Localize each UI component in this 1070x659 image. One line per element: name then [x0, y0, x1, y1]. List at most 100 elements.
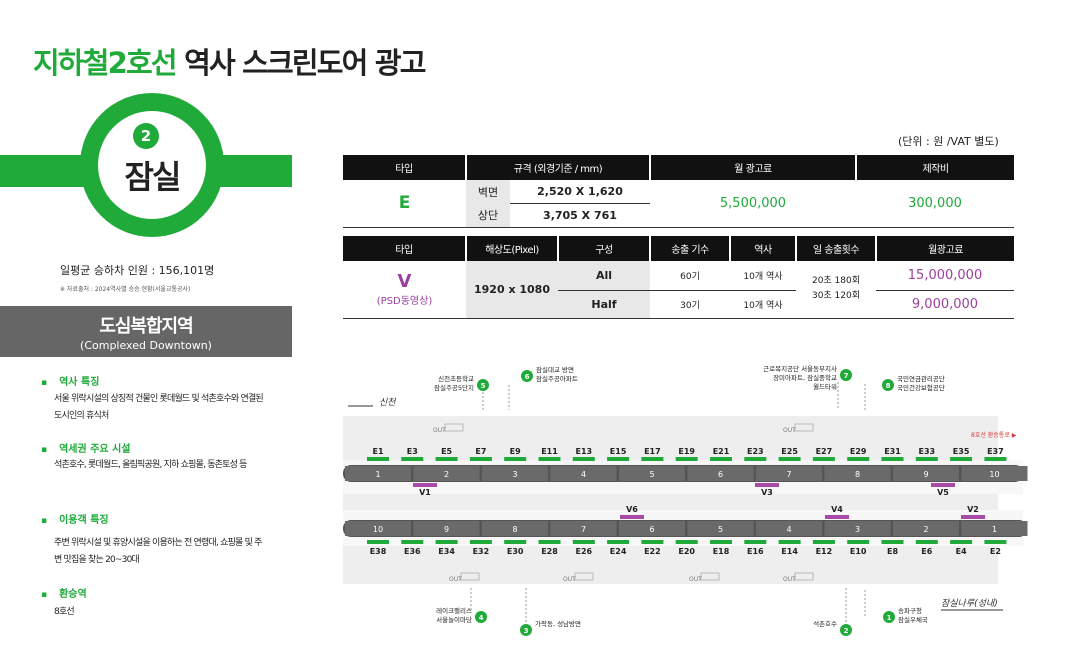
- train-car: [345, 521, 411, 536]
- station-name: 잠실: [124, 158, 182, 196]
- screendoor-bar: [915, 457, 938, 461]
- screendoor-bar: [641, 457, 664, 461]
- exit-badge: [840, 624, 852, 636]
- screendoor-bar: [812, 540, 835, 544]
- station-number: 2: [133, 123, 159, 149]
- exit-label: 잠실대교 방면: [536, 365, 574, 374]
- col-header: 구성: [558, 236, 651, 261]
- train-car: [550, 521, 617, 536]
- screendoor-bar: [915, 540, 938, 544]
- unit-note: (단위 : 원 /VAT 별도): [898, 135, 999, 148]
- screendoor-bar: [572, 457, 595, 461]
- screendoor-bar: [469, 540, 492, 544]
- screendoor-label: E30: [507, 547, 524, 556]
- screendoor-bar: [572, 540, 595, 544]
- video-screen-label: V2: [967, 505, 979, 514]
- screendoor-label: E22: [644, 547, 661, 556]
- stair-icon: [574, 572, 594, 581]
- screendoor-label: E4: [956, 547, 967, 556]
- screendoor-bar: [401, 540, 424, 544]
- car-number: 4: [581, 470, 586, 479]
- exit-number: 7: [844, 372, 849, 380]
- type-cell: V (PSD동영상): [343, 261, 466, 319]
- exit-number: 6: [525, 373, 530, 381]
- stair-icon: [444, 423, 464, 432]
- production-value: 300,000: [856, 180, 1014, 228]
- screendoor-label: E26: [575, 547, 592, 556]
- screendoor-label: E15: [610, 447, 627, 456]
- car-number: 3: [855, 525, 860, 534]
- train-car: [893, 521, 959, 536]
- screendoor-label: E20: [678, 547, 695, 556]
- screendoor-label: E24: [610, 547, 627, 556]
- video-screen-bar: [931, 483, 955, 487]
- exit-badge: [882, 379, 894, 391]
- section-heading: 이용객 특징: [41, 511, 108, 526]
- resolution-value: 1920 x 1080: [466, 261, 558, 319]
- video-screen-bar: [755, 483, 779, 487]
- zone-banner: 도심복합지역 (Complexed Downtown): [0, 306, 292, 357]
- car-number: 3: [512, 470, 517, 479]
- exit-label: 송파구청: [898, 606, 922, 615]
- price-table-video: 타입 해상도(Pixel) 구성 송출 기수 역사 일 송출횟수 월광고료 V …: [343, 236, 1014, 319]
- platform-area: [343, 416, 998, 584]
- screendoor-label: E3: [407, 447, 418, 456]
- size-value: 3,705 X 761: [510, 203, 650, 228]
- exit-label: 석촌호수: [813, 619, 837, 628]
- exit-badge: [477, 379, 489, 391]
- col-header: 월광고료: [876, 236, 1014, 261]
- car-number: 10: [373, 525, 383, 534]
- stations-value: 10개 역사: [743, 271, 783, 282]
- screendoor-bar: [435, 540, 458, 544]
- train-car: [687, 466, 754, 481]
- train-car: [619, 466, 685, 481]
- screendoor-label: E35: [953, 447, 970, 456]
- screendoor-label: E19: [678, 447, 695, 456]
- train-car: [893, 466, 959, 481]
- exit-label: 잠실주공아파트: [536, 374, 578, 383]
- screendoor-bar: [778, 540, 801, 544]
- screendoor-label: E13: [575, 447, 592, 456]
- screendoor-label: E34: [438, 547, 455, 556]
- fee-value: 9,000,000: [876, 290, 1014, 319]
- exit-number: 8: [886, 382, 891, 390]
- screendoor-label: E38: [370, 547, 387, 556]
- ridership: 일평균 승하차 인원 : 156,101명: [60, 264, 215, 277]
- screendoor-label: E18: [713, 547, 730, 556]
- exit-badge: [520, 624, 532, 636]
- train-car: [824, 466, 891, 481]
- screendoor-bar: [504, 540, 527, 544]
- screendoor-bar: [847, 457, 870, 461]
- out-label: OUT: [689, 576, 702, 583]
- screendoor-bar: [778, 457, 801, 461]
- car-number: 4: [786, 525, 791, 534]
- direction-right: 잠실나루(성내): [941, 598, 998, 609]
- units-value: 30기: [650, 289, 730, 319]
- car-number: 5: [718, 525, 723, 534]
- screendoor-label: E5: [441, 447, 452, 456]
- exit-label: 월드타워: [813, 382, 837, 391]
- screendoor-bar: [538, 540, 561, 544]
- car-number: 7: [581, 525, 586, 534]
- car-number: 9: [923, 470, 928, 479]
- screendoor-label: E21: [713, 447, 730, 456]
- screendoor-label: E16: [747, 547, 764, 556]
- screendoor-bar: [881, 540, 904, 544]
- video-screen-bar: [825, 515, 849, 519]
- daily-value: 20초 180회 30초 120회: [796, 261, 876, 319]
- screendoor-label: E10: [850, 547, 867, 556]
- train-car: [413, 521, 480, 536]
- col-header: 역사: [730, 236, 797, 261]
- section-heading: 환승역: [41, 585, 87, 600]
- screendoor-label: E2: [990, 547, 1001, 556]
- screendoor-bar: [744, 457, 767, 461]
- screendoor-bar: [710, 457, 732, 461]
- direction-left: 신천: [379, 397, 396, 408]
- col-header: 송출 기수: [650, 236, 731, 261]
- config-value: All: [558, 261, 650, 291]
- train-car: [482, 466, 548, 481]
- type-cell: E: [343, 180, 466, 228]
- exit-label: 잠실우체국: [898, 615, 928, 624]
- type-sub: (PSD동영상): [376, 296, 433, 308]
